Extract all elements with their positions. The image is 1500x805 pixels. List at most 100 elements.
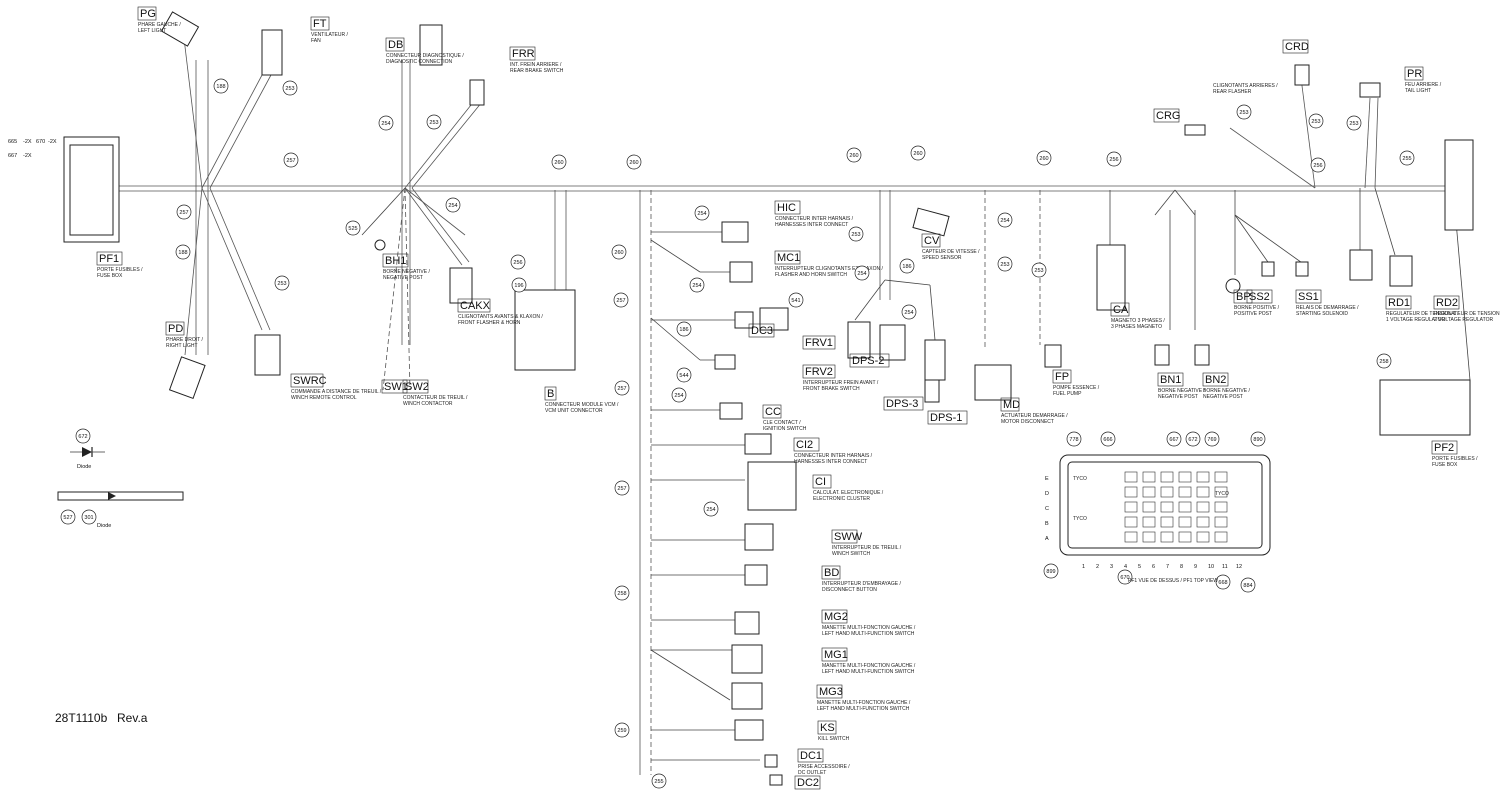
fuse-slot xyxy=(1160,516,1174,528)
component-code: PF2 xyxy=(1434,442,1454,454)
svg-text:527: 527 xyxy=(63,515,72,521)
component-description: ELECTRONIC CLUSTER xyxy=(813,496,870,502)
component-code: PR xyxy=(1407,68,1422,80)
svg-text:668: 668 xyxy=(1218,580,1227,586)
svg-text:255: 255 xyxy=(654,779,663,785)
component-code: BH1 xyxy=(385,255,406,267)
fuse-slot xyxy=(1196,516,1210,528)
component-code-box xyxy=(1431,440,1458,455)
svg-text:260: 260 xyxy=(849,153,858,159)
svg-text:254: 254 xyxy=(692,283,701,289)
fuse-col-label: 1 xyxy=(1082,564,1085,570)
component-description: CLE CONTACT / xyxy=(763,420,801,426)
wire-number: 668 xyxy=(1215,574,1231,590)
component-description: BORNE NEGATIVE / xyxy=(383,269,430,275)
svg-text:260: 260 xyxy=(629,160,638,166)
wire-number: 254 xyxy=(671,387,687,403)
svg-text:257: 257 xyxy=(616,298,625,304)
component-code-box xyxy=(1246,289,1273,304)
svg-text:890: 890 xyxy=(1253,437,1262,443)
component-description: INTERRUPTEUR FREIN AVANT / xyxy=(803,380,879,386)
fuse-col-label: 12 xyxy=(1236,564,1242,570)
component-code-box xyxy=(821,609,848,624)
svg-text:258: 258 xyxy=(1379,359,1388,365)
component-description: LEFT HAND MULTI-FUNCTION SWITCH xyxy=(822,669,915,675)
fuse-slot xyxy=(1160,486,1174,498)
fuse-col-label: 3 xyxy=(1110,564,1113,570)
fuse-col-label: 5 xyxy=(1138,564,1141,570)
component-description: IGNITION SWITCH xyxy=(763,426,807,432)
component-code: DPS-3 xyxy=(886,398,918,410)
wire-number: 253 xyxy=(1346,115,1362,131)
svg-text:769: 769 xyxy=(1207,437,1216,443)
component-code: SS2 xyxy=(1249,291,1270,303)
svg-text:257: 257 xyxy=(617,486,626,492)
svg-text:884: 884 xyxy=(1243,583,1252,589)
component-description: MANETTE MULTI-FONCTION GAUCHE / xyxy=(822,625,916,631)
component-code-box xyxy=(883,396,924,411)
wire-number: 257 xyxy=(614,480,630,496)
component-code: CI2 xyxy=(796,439,813,451)
wire-number: 527 xyxy=(60,509,76,525)
component-description: FAN xyxy=(311,38,321,44)
svg-text:672: 672 xyxy=(78,434,87,440)
component-code-box xyxy=(816,684,843,699)
component-code-box xyxy=(921,233,941,248)
wire-number: 186 xyxy=(899,258,915,274)
component-code: DC1 xyxy=(800,750,822,762)
fuse-slot xyxy=(1178,516,1192,528)
fuse-side-code: 670 xyxy=(36,139,45,145)
component-sw1: SW1 xyxy=(381,379,408,394)
component-description: CALCULAT. ELECTRONIQUE / xyxy=(813,490,884,496)
component-code: PG xyxy=(140,8,156,20)
fuse-slot xyxy=(1196,501,1210,513)
component-code: CA xyxy=(1113,304,1129,316)
wire-number: 769 xyxy=(1204,431,1220,447)
wire-number: 254 xyxy=(694,205,710,221)
component-description: WINCH REMOTE CONTROL xyxy=(291,395,357,401)
wire-number: 541 xyxy=(788,292,804,308)
fuse-slot xyxy=(1214,501,1228,513)
fuse-slot xyxy=(1214,516,1228,528)
component-dps-1: DPS-1 xyxy=(927,410,968,425)
component-code-box xyxy=(96,251,123,266)
component-description: INT. FREIN ARRIERE / xyxy=(510,62,562,68)
component-code-box xyxy=(831,529,858,544)
left-branches xyxy=(182,29,483,391)
component-code-box xyxy=(794,775,821,790)
wire-number: 256 xyxy=(510,254,526,270)
component-code-box xyxy=(774,250,801,265)
component-code: DPS-2 xyxy=(852,355,884,367)
wire-number: 260 xyxy=(910,145,926,161)
component-description: INTERRUPTEUR CLIGNOTANTS ET KLAXON / xyxy=(775,266,883,272)
wire-number: 666 xyxy=(1100,431,1116,447)
component-code-box xyxy=(382,253,409,268)
component-code-box xyxy=(1157,372,1184,387)
fuse-col-label: 4 xyxy=(1124,564,1127,570)
wire-number: 255 xyxy=(1399,150,1415,166)
component-code-box xyxy=(793,437,820,452)
wire-number: 255 xyxy=(651,773,667,789)
component-code-box xyxy=(381,379,408,394)
svg-text:255: 255 xyxy=(1402,156,1411,162)
wire-number: 544 xyxy=(676,367,692,383)
component-description: CONNECTEUR DIAGNOSTIQUE / xyxy=(386,53,464,59)
component-code-box xyxy=(544,386,557,401)
connector-shapes xyxy=(63,11,1474,786)
wire-number: 253 xyxy=(1031,262,1047,278)
component-description: PHARE DROIT / xyxy=(166,337,203,343)
right-branches xyxy=(854,69,1471,381)
svg-text:259: 259 xyxy=(617,728,626,734)
